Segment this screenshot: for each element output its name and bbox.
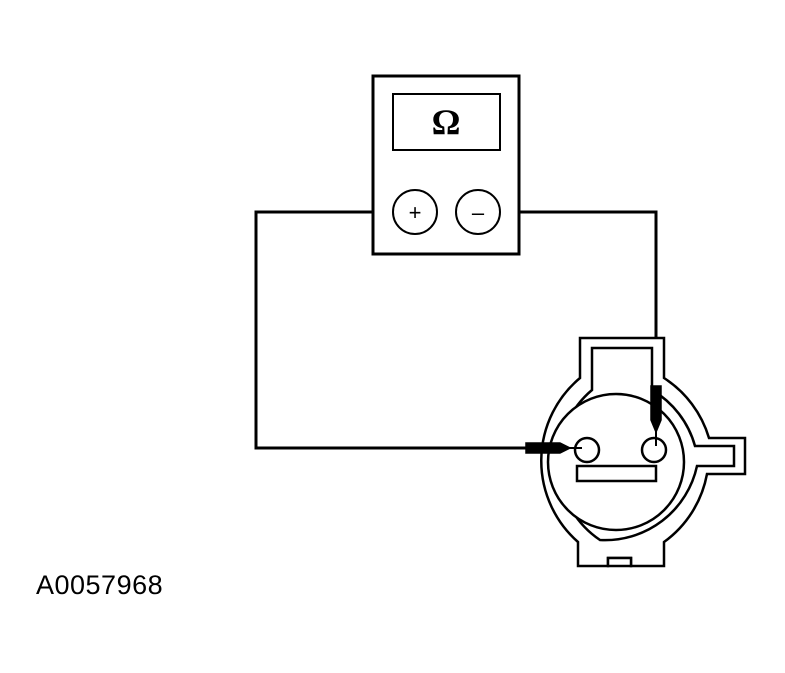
- terminal-pin-right: [640, 436, 668, 464]
- ohm-symbol: Ω: [432, 102, 461, 142]
- positive-terminal-label: +: [409, 200, 422, 225]
- ohmmeter: Ω + –: [371, 74, 521, 256]
- terminal-pin-left: [573, 436, 601, 464]
- positive-terminal: [392, 189, 438, 235]
- positive-lead-wire: [254, 210, 528, 450]
- sensor-connector: [540, 336, 747, 568]
- connector-face: [546, 392, 686, 532]
- test-leads: [254, 210, 658, 450]
- probes: [525, 385, 662, 454]
- ohmmeter-display: [392, 93, 501, 151]
- connector-latch-tab: [606, 556, 633, 568]
- negative-terminal-label: –: [472, 200, 485, 225]
- figure-reference-code: A0057968: [36, 570, 164, 600]
- terminal-blade: [575, 464, 658, 483]
- positive-probe-tip: [525, 442, 572, 454]
- negative-lead-wire: [499, 210, 658, 388]
- negative-probe-tip: [650, 385, 662, 434]
- negative-terminal: [455, 189, 501, 235]
